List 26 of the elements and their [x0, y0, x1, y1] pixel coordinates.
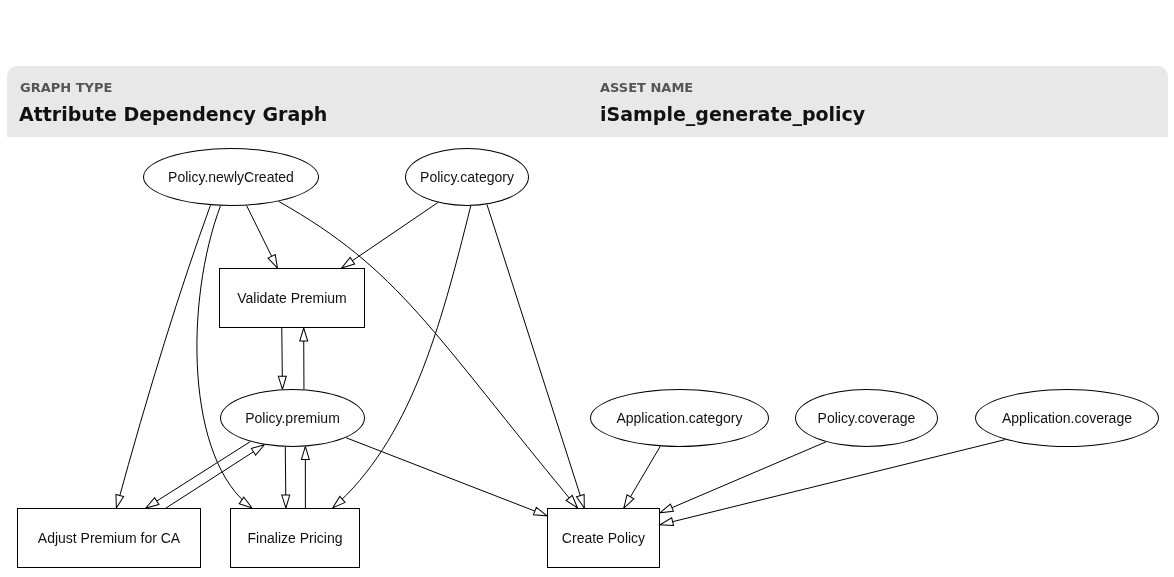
arrow: [659, 439, 1006, 527]
arrow: [281, 446, 291, 509]
arrow: [246, 205, 278, 269]
attribute-ellipse: Application.category: [590, 389, 769, 447]
header-caption: ASSET NAME: [600, 80, 694, 95]
header-value: iSample_generate_policy: [600, 103, 866, 125]
header-caption: GRAPH TYPE: [20, 80, 113, 95]
arrow: [299, 327, 309, 390]
arrow: [165, 444, 265, 509]
attribute-ellipse: Policy.premium: [220, 389, 365, 447]
attribute-ellipse: Application.coverage: [975, 389, 1159, 447]
arrow: [659, 441, 827, 514]
header-value: Attribute Dependency Graph: [19, 103, 328, 125]
arrow: [341, 202, 439, 269]
arrow: [277, 327, 287, 390]
arrow: [345, 437, 548, 517]
attribute-ellipse: Policy.newlyCreated: [143, 148, 319, 206]
arrow: [115, 204, 211, 509]
arrow: [332, 205, 472, 509]
arrow: [300, 446, 310, 509]
attribute-ellipse: Policy.coverage: [795, 389, 938, 447]
attribute-ellipse: Policy.category: [405, 148, 529, 206]
arrow: [196, 205, 253, 509]
arrow: [145, 441, 251, 509]
arrow: [623, 445, 661, 509]
arrow: [278, 200, 578, 509]
